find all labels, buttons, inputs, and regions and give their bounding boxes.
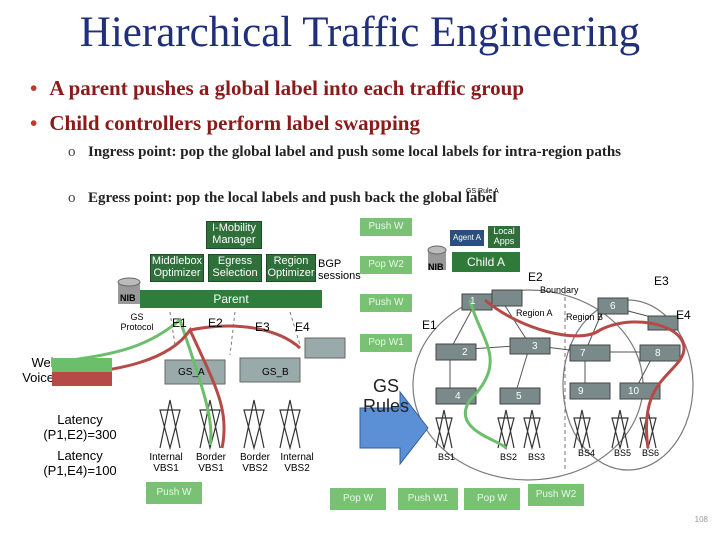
right-towers (435, 409, 657, 451)
egress-e3-label: E3 (255, 320, 270, 334)
bs6-label: BS6 (642, 448, 660, 458)
bs3-label: BS3 (528, 452, 546, 462)
nib-label-left: NIB (120, 293, 136, 303)
bs2-label: BS2 (500, 452, 518, 462)
child-egress-e4: E4 (676, 308, 691, 322)
push-w1-bottom-box: Push W1 (398, 488, 458, 510)
bullet-1: • A parent pushes a global label into eac… (30, 76, 524, 101)
sub-bullet-2-text: Egress point: pop the local labels and p… (88, 190, 497, 206)
switch-id-2: 2 (462, 347, 468, 358)
push-w-bottom-box: Push W (146, 482, 202, 504)
slide-title: Hierarchical Traffic Engineering (79, 9, 641, 56)
bs5-label: BS5 (614, 448, 632, 458)
switch-id-3: 3 (532, 341, 538, 352)
left-towers (159, 399, 301, 451)
push-w-top-box: Push W (360, 218, 412, 236)
sub-bullet-marker: o (68, 144, 76, 160)
child-egress-e1: E1 (422, 318, 437, 332)
legend-voice-swatch (52, 372, 112, 386)
egress-e2-label: E2 (208, 316, 223, 330)
switch-id-7: 7 (580, 348, 586, 359)
web-path-left (54, 317, 213, 446)
region-optimizer-box: Region Optimizer (266, 254, 316, 282)
bgp-sessions-label: BGP sessions (318, 258, 361, 282)
bullet-dot: • (30, 76, 38, 100)
bullet-2: • Child controllers perform label swappin… (30, 111, 420, 136)
gs-protocol-label: GS Protocol (120, 312, 154, 332)
legend-web-swatch (52, 358, 112, 372)
vbs-border-1-label: Border VBS1 (195, 452, 226, 474)
voice-path-right (484, 298, 686, 449)
latency-1-label: Latency (P1,E2)=300 (43, 412, 117, 442)
child-a-controller: Child A (452, 252, 520, 272)
switch-id-8: 8 (655, 348, 661, 359)
left-switches (164, 337, 346, 385)
pop-w-bottom-2-box: Pop W (464, 488, 520, 510)
switch-id-1: 1 (470, 296, 476, 307)
agent-a-box: Agent A (450, 230, 484, 246)
child-egress-e2: E2 (528, 270, 543, 284)
pop-w2-box: Pop W2 (360, 256, 412, 274)
boundary-label: Boundary (540, 285, 579, 295)
pop-w-bottom-1-box: Pop W (330, 488, 386, 510)
page-number: 108 (694, 515, 708, 524)
parent-controller: Parent (140, 290, 322, 308)
egress-e4-label: E4 (295, 320, 310, 334)
legend-web-label: Web (31, 355, 59, 370)
child-egress-e3: E3 (654, 274, 669, 288)
region-a-label: Region A (516, 308, 553, 318)
latency-2-label: Latency (P1,E4)=100 (43, 448, 117, 478)
switch-id-9: 9 (578, 386, 584, 397)
egress-selection-box: Egress Selection (208, 254, 262, 282)
sub-bullet-2: o Egress point: pop the local labels and… (68, 189, 688, 208)
legend-voice-label: Voice (22, 370, 54, 385)
nib-label-right: NIB (428, 262, 444, 272)
bullet-2-text: Child controllers perform label swapping (49, 111, 420, 135)
gs-rules-arrow (359, 390, 429, 466)
push-w2-bottom-box: Push W2 (528, 484, 584, 506)
sub-bullet-1-text: Ingress point: pop the global label and … (88, 144, 621, 160)
mobility-manager-box: I-Mobility Manager (206, 221, 262, 249)
switch-id-6: 6 (610, 301, 616, 312)
bs1-label: BS1 (438, 452, 456, 462)
local-apps-box: Local Apps (488, 226, 520, 248)
bullet-dot: • (30, 111, 38, 135)
bs4-label: BS4 (578, 448, 596, 458)
right-switches (435, 289, 681, 405)
push-w-mid-box: Push W (360, 294, 412, 312)
gs-rule-a-label: GS Rule A (466, 188, 499, 195)
nib-cylinders (117, 245, 447, 304)
sub-bullet-1: o Ingress point: pop the global label an… (68, 143, 688, 162)
sub-bullet-marker: o (68, 190, 76, 206)
gs-b-label: GS_B (262, 367, 289, 378)
middlebox-optimizer-box: Middlebox Optimizer (150, 254, 204, 282)
switch-id-5: 5 (516, 391, 522, 402)
vbs-border-2-label: Border VBS2 (239, 452, 270, 474)
region-b-label: Region B (566, 312, 604, 322)
egress-e1-label: E1 (172, 316, 187, 330)
pop-w1-box: Pop W1 (360, 334, 412, 352)
switch-id-10: 10 (628, 386, 640, 397)
gs-rules-label: GS Rules (362, 376, 410, 416)
bullet-1-text: A parent pushes a global label into each… (49, 76, 525, 100)
vbs-internal-1-label: Internal VBS1 (149, 452, 183, 474)
gs-a-label: GS_A (178, 367, 205, 378)
parent-dashed-links (169, 311, 301, 356)
web-path-right (463, 299, 508, 450)
vbs-internal-2-label: Internal VBS2 (280, 452, 314, 474)
switch-id-4: 4 (455, 391, 461, 402)
